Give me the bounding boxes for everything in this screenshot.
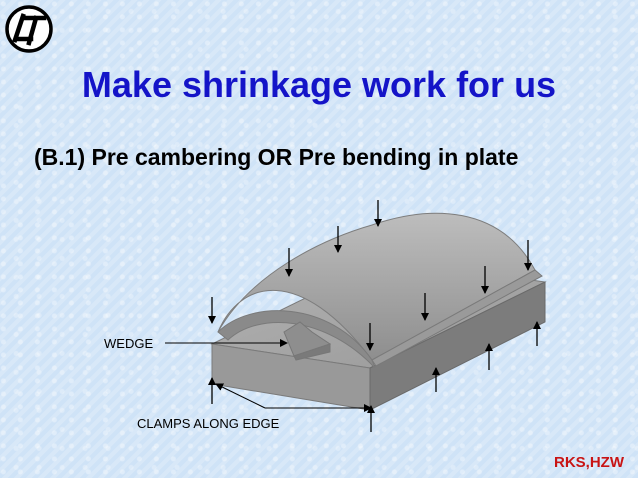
upward-clamp-arrows: [208, 321, 541, 432]
slide-subtitle: (B.1) Pre cambering OR Pre bending in pl…: [34, 144, 519, 170]
slide-title: Make shrinkage work for us: [81, 64, 557, 105]
wedge-label: WEDGE: [104, 336, 153, 351]
clamps-label: CLAMPS ALONG EDGE: [137, 416, 280, 431]
wedge: [283, 321, 332, 361]
lt-logo-icon: [5, 5, 53, 53]
label-leaders: [165, 339, 372, 412]
footer-credit: RKS,HZW: [554, 454, 624, 471]
cambered-plate: [217, 212, 543, 369]
downward-force-arrows: [208, 200, 532, 351]
